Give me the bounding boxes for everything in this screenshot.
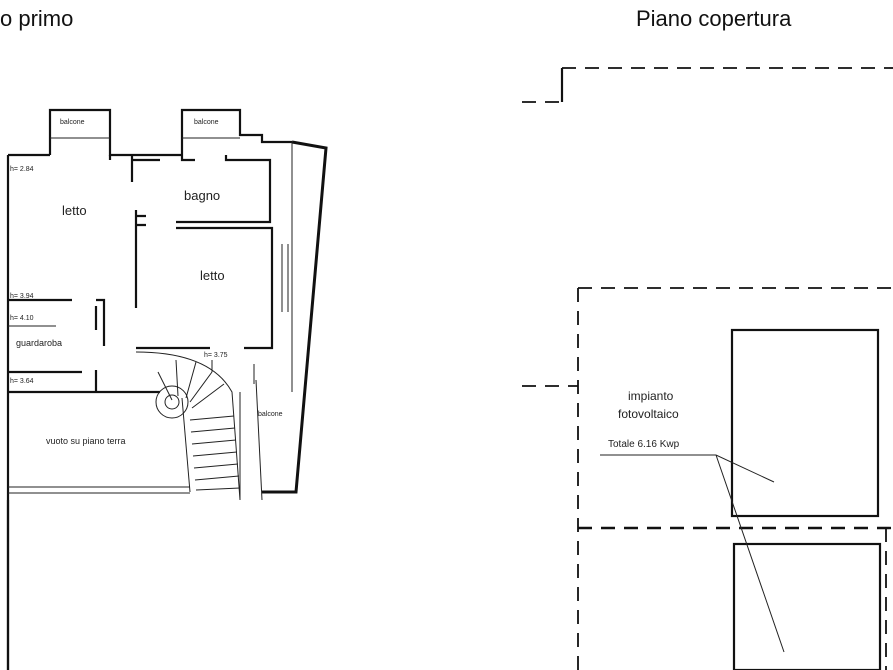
room-label-letto-1: letto <box>62 203 87 218</box>
balcony-label-1: balcone <box>60 119 85 126</box>
right-plan-title: Piano copertura <box>636 6 792 31</box>
height-label-3: h= 4.10 <box>10 315 34 322</box>
door-ticks <box>211 360 255 384</box>
balcony-label-2: balcone <box>194 119 219 126</box>
wardrobe-top-wall <box>8 298 106 346</box>
spiral-staircase <box>135 351 241 501</box>
leader-lines <box>600 454 785 653</box>
east-window <box>281 244 289 312</box>
north-wall <box>8 108 292 157</box>
left-plan-title: o primo <box>0 6 73 31</box>
room-label-guardaroba: guardaroba <box>16 338 62 348</box>
height-label-4: h= 3.64 <box>10 378 34 385</box>
east-slanted-wall <box>262 140 328 494</box>
pv-panel-lower <box>732 542 882 670</box>
pv-label-line2: fotovoltaico <box>618 407 679 421</box>
roof-plan: impianto fotovoltaico Totale 6.16 Kwp <box>522 67 893 670</box>
wardrobe-bottom-wall <box>8 370 98 392</box>
central-partition <box>134 210 146 308</box>
void-bottom-rail <box>8 486 190 494</box>
first-floor-plan: letto bagno letto guardaroba vuoto su pi… <box>6 108 328 670</box>
pv-total-label: Totale 6.16 Kwp <box>608 439 680 450</box>
room-label-vuoto: vuoto su piano terra <box>46 436 126 446</box>
room-label-letto-2: letto <box>200 268 225 283</box>
stair-side-rails <box>239 379 263 501</box>
height-label-1: h= 2.84 <box>10 166 34 173</box>
partition-north <box>108 155 195 182</box>
bedroom-wall <box>176 226 274 350</box>
balcony-label-3: balcone <box>258 411 283 418</box>
pv-panel-upper <box>730 328 880 518</box>
room-label-bagno: bagno <box>184 188 220 203</box>
height-label-2: h= 3.94 <box>10 293 34 300</box>
pv-label-line1: impianto <box>628 389 674 403</box>
height-label-5: h= 3.75 <box>204 352 228 359</box>
bathroom-wall <box>176 155 272 224</box>
